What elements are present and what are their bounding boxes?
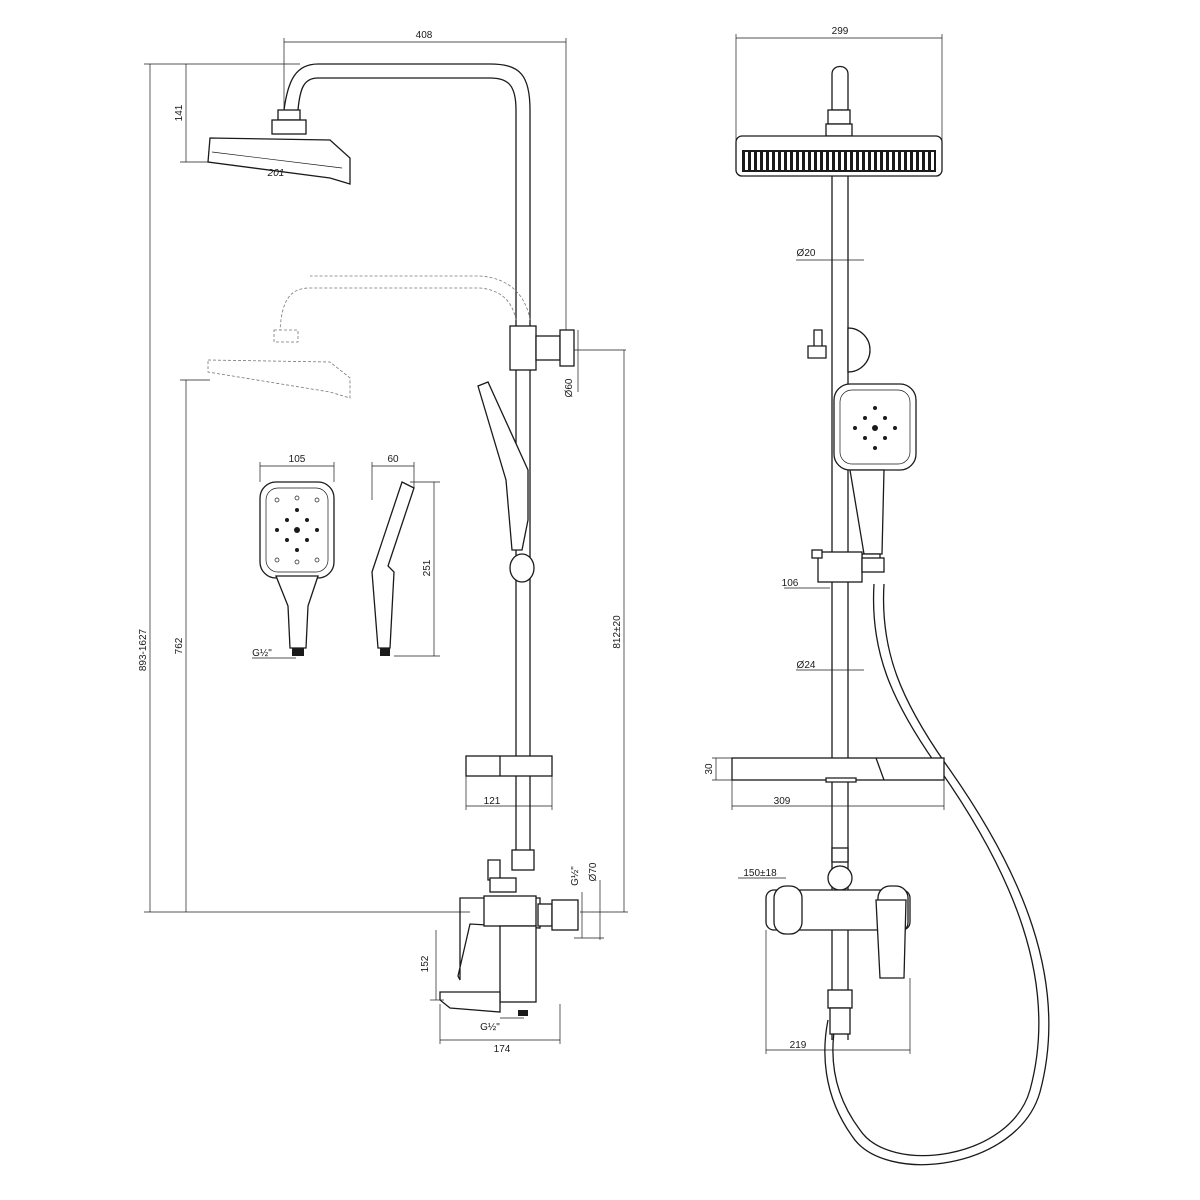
dim-shelf-width: 309 bbox=[774, 796, 791, 807]
dim-bracket-diam: Ø60 bbox=[564, 378, 575, 397]
overhead-arm bbox=[283, 63, 531, 111]
dim-mixer-width: 219 bbox=[790, 1040, 807, 1051]
dim-hand-length: 251 bbox=[422, 559, 433, 576]
hand-shower-profile bbox=[371, 481, 415, 656]
dim-pipe-upper: Ø20 bbox=[797, 248, 816, 259]
front-dimension-lines bbox=[712, 34, 945, 1054]
dim-total-height: 893-1627 bbox=[138, 628, 149, 671]
dim-spout-height: 152 bbox=[420, 955, 431, 972]
rain-head-lowered-ghost bbox=[207, 275, 531, 399]
mixer-valve-front bbox=[765, 847, 911, 1035]
mixer-valve-side bbox=[439, 849, 579, 1016]
dim-pipe-lower: Ø24 bbox=[797, 660, 816, 671]
wall-bracket bbox=[509, 325, 575, 371]
shower-hose bbox=[824, 583, 1050, 1166]
dim-top-width: 408 bbox=[416, 30, 433, 41]
dim-head-height: 141 bbox=[174, 104, 185, 121]
dim-hand-width: 105 bbox=[289, 454, 306, 465]
side-view: 408 141 201 893-1627 762 Ø60 812±20 121 … bbox=[138, 30, 628, 1055]
dim-inlet-spacing: 150±18 bbox=[743, 868, 777, 879]
rain-shower-head-front bbox=[735, 135, 943, 177]
head-nozzle-row bbox=[742, 150, 936, 172]
shelf-side bbox=[465, 755, 553, 777]
front-slider bbox=[811, 549, 885, 583]
dim-shelf-depth: 121 bbox=[484, 796, 501, 807]
dim-mixer-diam: Ø70 bbox=[588, 862, 599, 881]
front-view: 299 Ø20 106 Ø24 30 309 150±18 219 bbox=[704, 26, 1050, 1166]
dim-spout-thread: G½" bbox=[480, 1022, 500, 1033]
hand-shower-docked bbox=[477, 381, 535, 583]
shelf-front bbox=[731, 757, 945, 783]
hand-shower-front bbox=[259, 481, 335, 656]
dim-head-diameter: 201 bbox=[267, 168, 285, 179]
dim-shelf-height: 30 bbox=[704, 763, 715, 775]
spray-holes bbox=[274, 495, 320, 565]
dim-slider-offset: 106 bbox=[782, 578, 799, 589]
dim-front-head-width: 299 bbox=[832, 26, 849, 37]
front-top-stub bbox=[825, 65, 853, 137]
hand-shower-detail: 105 60 251 G½" bbox=[252, 454, 440, 659]
side-dimension-lines bbox=[144, 38, 628, 1044]
front-wall-bracket bbox=[807, 327, 871, 373]
hand-dimension-lines bbox=[252, 462, 440, 659]
dim-adjust-range: 812±20 bbox=[612, 615, 623, 649]
rain-shower-head-side bbox=[207, 109, 351, 185]
dim-hand-depth: 60 bbox=[387, 454, 399, 465]
dim-mixer-thread: G½" bbox=[570, 866, 581, 886]
dim-lower-height: 762 bbox=[174, 637, 185, 654]
hand-shower-front-docked bbox=[833, 383, 917, 563]
dim-spout-length: 174 bbox=[494, 1044, 511, 1055]
dim-hand-thread: G½" bbox=[252, 648, 272, 659]
